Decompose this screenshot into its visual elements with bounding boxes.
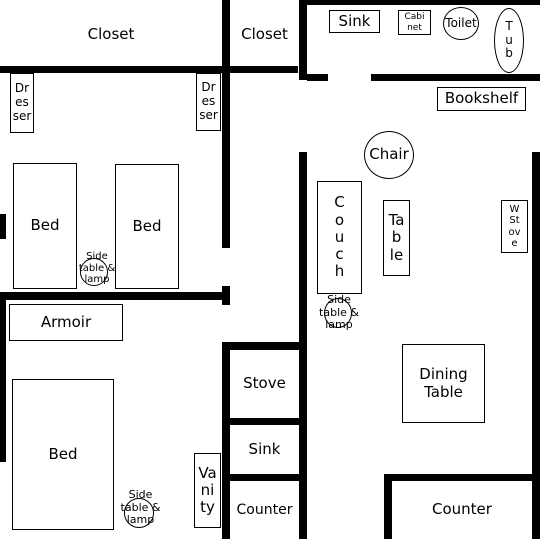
bed-3: Bed (12, 379, 114, 530)
closet-top-left-label: Closet (87, 24, 135, 43)
closet-top-left: Closet (0, 3, 222, 66)
tub: T u b (494, 8, 524, 73)
kitchen-sink-label: Sink (248, 439, 281, 458)
stove-label: Stove (243, 374, 286, 393)
armoir-label: Armoir (40, 312, 92, 331)
wood-stove-label: W St ov e (508, 203, 521, 250)
wall-vertical-hall (299, 152, 307, 539)
wall-vertical-kitchen-left (222, 342, 230, 539)
kitchen-sink: Sink (230, 425, 299, 474)
wall-vertical-left-center (222, 0, 230, 248)
wood-stove: W St ov e (501, 200, 528, 253)
toilet-label: Toilet (445, 15, 477, 30)
side-table-lamp-living (324, 298, 352, 328)
counter-kitchen: Counter (230, 481, 299, 539)
wall-bath-bottom-left (307, 74, 328, 81)
bookshelf-label: Bookshelf (444, 89, 519, 108)
dresser-left: Dr es ser (10, 73, 34, 133)
wall-counter-top (384, 474, 532, 481)
stove: Stove (230, 350, 299, 418)
wall-left-outer-bottom (0, 300, 6, 462)
wall-kitchen-mid-2 (230, 474, 299, 481)
bath-sink: Sink (329, 10, 380, 33)
couch: C o u c h (317, 181, 362, 294)
dresser-left-label: Dr es ser (12, 81, 32, 123)
bed-2-label: Bed (132, 216, 162, 235)
side-table-lamp-top-left-label: Side table & lamp (78, 251, 116, 285)
side-table-lamp-bottom-left (124, 498, 154, 528)
wall-vertical-bath-left (299, 0, 307, 80)
counter-right-label: Counter (432, 500, 492, 519)
side-table-lamp-top-left (80, 258, 108, 286)
tub-label: T u b (505, 18, 513, 61)
wall-bath-bottom-right (371, 74, 540, 81)
dining-table: Dining Table (402, 344, 485, 423)
closet-top-center: Closet (230, 3, 299, 66)
cabinet: Cabi net (398, 10, 431, 35)
bed-2: Bed (115, 164, 179, 289)
vanity-label: Va ni ty (198, 463, 217, 517)
wall-bath-top (307, 0, 540, 5)
chair-label: Chair (369, 145, 409, 164)
dining-table-label: Dining Table (419, 365, 468, 401)
bath-sink-label: Sink (338, 11, 371, 30)
bed-1: Bed (13, 163, 77, 289)
bed-1-label: Bed (30, 216, 60, 235)
counter-kitchen-label: Counter (236, 501, 293, 518)
wall-top-left-closet-divider (0, 66, 222, 73)
chair: Chair (364, 131, 414, 179)
vanity: Va ni ty (194, 453, 221, 528)
couch-label: C o u c h (334, 193, 345, 281)
side-table-lamp-bottom-left-label: Side table & lamp (120, 488, 161, 527)
coffee-table-label: Ta b le (388, 211, 405, 264)
wall-top-center-closet-bottom (230, 66, 298, 73)
closet-top-center-label: Closet (241, 24, 288, 43)
armoir: Armoir (9, 304, 123, 341)
bed-3-label: Bed (48, 444, 78, 463)
toilet: Toilet (443, 7, 479, 40)
side-table-lamp-living-label: Side table & lamp (319, 293, 359, 332)
counter-right: Counter (392, 481, 532, 539)
coffee-table: Ta b le (383, 200, 410, 276)
wall-counter-left (384, 474, 392, 539)
wall-vertical-center-lower (222, 286, 230, 305)
dresser-right: Dr es ser (196, 73, 221, 131)
wall-kitchen-top (230, 342, 299, 350)
cabinet-label: Cabi net (404, 12, 425, 33)
bookshelf: Bookshelf (437, 87, 526, 111)
wall-bedroom-divider (0, 292, 230, 300)
wall-right-outer (532, 152, 540, 539)
wall-kitchen-mid-1 (230, 418, 299, 425)
dresser-right-label: Dr es ser (199, 80, 218, 122)
wall-left-outer-top (0, 214, 6, 239)
